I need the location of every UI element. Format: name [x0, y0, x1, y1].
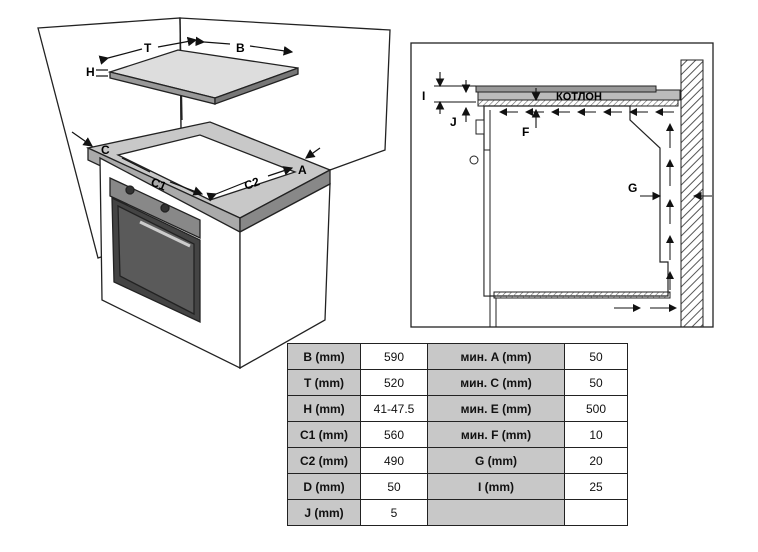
table-cell-v2: [564, 499, 628, 526]
label-A: A: [298, 163, 307, 177]
table-cell-l1: J (mm): [287, 499, 361, 526]
section-oven: [483, 105, 669, 297]
label-hob-word: КОТЛОН: [556, 91, 602, 103]
table-cell-l2: [427, 499, 565, 526]
oven-knob-1: [125, 185, 135, 195]
table-cell-l2: мин. E (mm): [427, 395, 565, 422]
oven-knob-2: [160, 203, 170, 213]
label-C1: C1: [149, 175, 169, 194]
table-cell-v1: 520: [360, 369, 428, 396]
section-hob: [475, 85, 657, 93]
table-cell-l1: C1 (mm): [287, 421, 361, 448]
table-row: J (mm)5: [287, 499, 628, 526]
label-H: H: [86, 65, 95, 79]
table-cell-v2: 10: [564, 421, 628, 448]
table-cell-v1: 50: [360, 473, 428, 500]
table-cell-l1: H (mm): [287, 395, 361, 422]
table-cell-v1: 41-47.5: [360, 395, 428, 422]
table-cell-v1: 490: [360, 447, 428, 474]
table-cell-v1: 590: [360, 343, 428, 370]
table-cell-l1: D (mm): [287, 473, 361, 500]
table-cell-v2: 25: [564, 473, 628, 500]
table-cell-v2: 500: [564, 395, 628, 422]
label-J: J: [450, 115, 457, 129]
table-cell-v1: 560: [360, 421, 428, 448]
oven-handle: [139, 220, 191, 248]
cabinet-side: [239, 182, 331, 370]
kitchen-3d-view: [37, 17, 391, 370]
label-T: T: [144, 41, 152, 55]
wall-hatched: [680, 59, 704, 328]
table-cell-l2: I (mm): [427, 473, 565, 500]
table-cell-v2: 50: [564, 369, 628, 396]
label-C2: C2: [242, 174, 262, 193]
section-view: [410, 42, 714, 328]
table-cell-l2: мин. C (mm): [427, 369, 565, 396]
label-B: B: [236, 41, 245, 55]
table-cell-v1: 5: [360, 499, 428, 526]
label-C: C: [101, 143, 110, 157]
table-cell-v2: 50: [564, 343, 628, 370]
table-cell-l1: B (mm): [287, 343, 361, 370]
table-cell-l2: мин. A (mm): [427, 343, 565, 370]
table-cell-l2: G (mm): [427, 447, 565, 474]
table-cell-l1: C2 (mm): [287, 447, 361, 474]
table-cell-l1: T (mm): [287, 369, 361, 396]
label-G: G: [628, 181, 637, 195]
table-cell-l2: мин. F (mm): [427, 421, 565, 448]
section-shelf: [493, 291, 671, 299]
label-I: I: [422, 89, 425, 103]
table-cell-v2: 20: [564, 447, 628, 474]
label-F: F: [522, 125, 529, 139]
